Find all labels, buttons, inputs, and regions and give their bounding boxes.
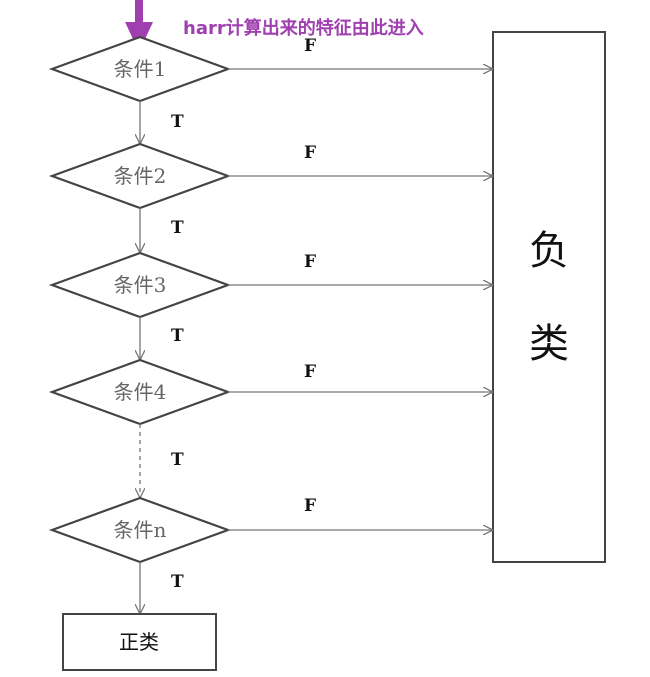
- true-label-3: T: [171, 326, 184, 346]
- true-label-4: T: [171, 450, 184, 470]
- true-label-n: T: [171, 572, 184, 592]
- condition-3-label: 条件3: [114, 273, 167, 297]
- positive-class-box: [62, 613, 217, 671]
- false-label-1: F: [304, 36, 316, 56]
- negative-class-box: [492, 31, 606, 563]
- negative-class-char-2: 类: [529, 321, 569, 367]
- false-label-3: F: [304, 252, 316, 272]
- false-label-2: F: [304, 143, 316, 163]
- condition-4-label: 条件4: [114, 380, 167, 404]
- true-label-2: T: [171, 218, 184, 238]
- false-label-4: F: [304, 362, 316, 382]
- false-label-n: F: [304, 496, 316, 516]
- condition-2-label: 条件2: [114, 164, 167, 188]
- condition-1-label: 条件1: [114, 57, 167, 81]
- condition-n-label: 条件n: [114, 518, 167, 542]
- positive-class-label: 正类: [119, 630, 159, 654]
- negative-class-char-1: 负: [529, 228, 569, 274]
- entry-note: harr计算出来的特征由此进入: [183, 17, 424, 39]
- true-label-1: T: [171, 112, 184, 132]
